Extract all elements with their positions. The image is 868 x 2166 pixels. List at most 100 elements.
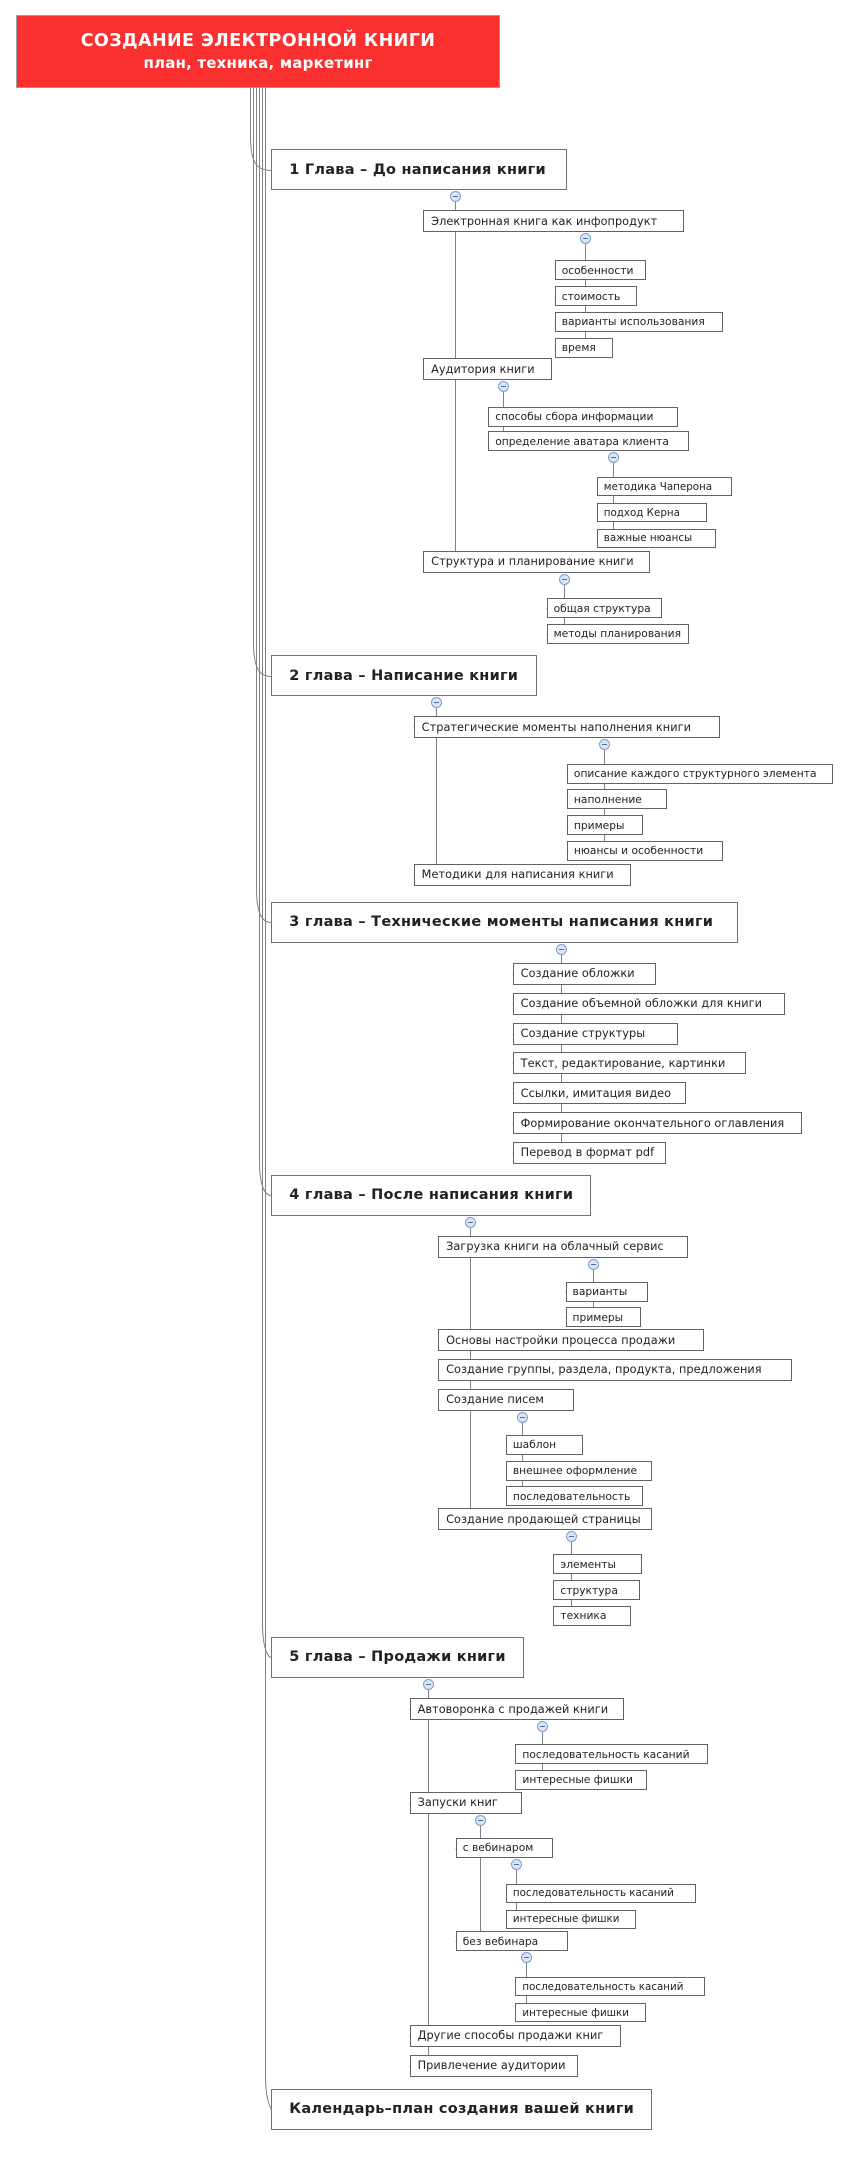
node-label: внешнее оформление (512, 1464, 638, 1478)
topic-node[interactable]: методы планирования (546, 623, 689, 644)
topic-node[interactable]: с вебинаром (455, 1837, 554, 1858)
topic-node[interactable]: Создание обложки (512, 962, 657, 985)
collapse-toggle-icon[interactable] (516, 1411, 528, 1423)
topic-node[interactable]: описание каждого структурного элемента (566, 763, 833, 784)
root-title-line2: план, техника, маркетинг (143, 54, 373, 73)
topic-node[interactable]: интересные фишки (515, 1769, 647, 1790)
node-label: Создание структуры (520, 1027, 646, 1041)
node-label: техника (560, 1609, 607, 1623)
topic-node[interactable]: шаблон (505, 1434, 584, 1455)
topic-node[interactable]: Структура и планирование книги (423, 550, 650, 573)
topic-node[interactable]: Текст, редактирование, картинки (512, 1052, 746, 1075)
node-label: наполнение (573, 792, 642, 806)
node-label: Загрузка книги на облачный сервис (446, 1240, 664, 1254)
topic-node[interactable]: подход Керна (596, 503, 707, 523)
collapse-toggle-icon[interactable] (474, 1814, 486, 1826)
collapse-toggle-icon[interactable] (579, 233, 591, 245)
chapter-node[interactable]: 5 глава – Продажи книги (271, 1636, 524, 1678)
topic-node[interactable]: последовательность касаний (515, 1977, 706, 1997)
chapter-node[interactable]: 1 Глава – До написания книги (271, 149, 567, 191)
node-label: Стратегические моменты наполнения книги (421, 720, 692, 734)
topic-node[interactable]: Основы настройки процесса продажи (438, 1329, 704, 1352)
topic-node[interactable]: Ссылки, имитация видео (512, 1082, 687, 1105)
collapse-toggle-icon[interactable] (536, 1721, 548, 1733)
node-label: общая структура (553, 601, 651, 615)
topic-node[interactable]: Методики для написания книги (413, 863, 631, 886)
chapter-node[interactable]: 4 глава – После написания книги (271, 1174, 592, 1216)
topic-node[interactable]: наполнение (566, 789, 668, 810)
topic-node[interactable]: Создание группы, раздела, продукта, пред… (438, 1358, 793, 1381)
topic-node[interactable]: последовательность касаний (515, 1744, 708, 1765)
topic-node[interactable]: общая структура (546, 598, 662, 619)
collapse-toggle-icon[interactable] (520, 1952, 532, 1964)
root-title-node[interactable]: СОЗДАНИЕ ЭЛЕКТРОННОЙ КНИГИ план, техника… (16, 15, 500, 88)
topic-node[interactable]: нюансы и особенности (566, 840, 723, 861)
topic-node[interactable]: варианты использования (554, 311, 723, 332)
collapse-toggle-icon[interactable] (430, 697, 442, 709)
node-label: структура (560, 1583, 618, 1597)
topic-node[interactable]: определение аватара клиента (488, 431, 689, 452)
node-label: Формирование окончательного оглавления (520, 1116, 785, 1130)
collapse-toggle-icon[interactable] (587, 1258, 599, 1270)
chapter-node[interactable]: 3 глава – Технические моменты написания … (271, 901, 738, 943)
topic-node[interactable]: стоимость (554, 286, 638, 307)
node-label: Аудитория книги (431, 362, 535, 376)
topic-node[interactable]: интересные фишки (515, 2003, 646, 2023)
topic-node[interactable]: Аудитория книги (423, 358, 552, 381)
node-label: Запуски книг (417, 1796, 498, 1810)
root-title-line1: СОЗДАНИЕ ЭЛЕКТРОННОЙ КНИГИ (80, 30, 436, 51)
topic-node[interactable]: Привлечение аудитории (409, 2054, 578, 2077)
topic-node[interactable]: Перевод в формат pdf (512, 1141, 666, 1164)
collapse-toggle-icon[interactable] (565, 1531, 577, 1543)
node-label: последовательность касаний (512, 1887, 674, 1900)
collapse-toggle-icon[interactable] (449, 191, 461, 203)
node-label: интересные фишки (522, 2006, 629, 2019)
collapse-toggle-icon[interactable] (555, 943, 567, 955)
topic-node[interactable]: внешнее оформление (505, 1460, 653, 1481)
node-label: Календарь–план создания вашей книги (289, 2101, 635, 2118)
topic-node[interactable]: Автоворонка с продажей книги (409, 1698, 624, 1721)
topic-node[interactable]: способы сбора информации (488, 406, 679, 427)
topic-node[interactable]: Формирование окончательного оглавления (512, 1112, 802, 1135)
topic-node[interactable]: последовательность (505, 1486, 643, 1507)
topic-node[interactable]: Другие способы продажи книг (409, 2024, 622, 2047)
collapse-toggle-icon[interactable] (510, 1858, 522, 1870)
topic-node[interactable]: интересные фишки (505, 1909, 637, 1929)
chapter-node[interactable]: 2 глава – Написание книги (271, 655, 538, 697)
topic-node[interactable]: важные нюансы (596, 528, 717, 548)
node-label: примеры (573, 818, 625, 832)
chapter-node[interactable]: Календарь–план создания вашей книги (271, 2088, 653, 2130)
topic-node[interactable]: Загрузка книги на облачный сервис (438, 1235, 688, 1258)
topic-node[interactable]: Создание продающей страницы (438, 1508, 653, 1531)
topic-node[interactable]: элементы (553, 1554, 642, 1575)
topic-node[interactable]: примеры (566, 815, 643, 836)
node-label: Перевод в формат pdf (520, 1146, 655, 1160)
topic-node[interactable]: техника (553, 1605, 631, 1626)
topic-node[interactable]: структура (553, 1580, 641, 1601)
topic-node[interactable]: методика Чаперона (596, 477, 733, 497)
collapse-toggle-icon[interactable] (598, 739, 610, 751)
topic-node[interactable]: Электронная книга как инфопродукт (423, 210, 684, 233)
topic-node[interactable]: последовательность касаний (505, 1883, 696, 1903)
collapse-toggle-icon[interactable] (497, 381, 509, 393)
node-label: варианты (572, 1285, 628, 1299)
topic-node[interactable]: Создание объемной обложки для книги (512, 992, 786, 1015)
topic-node[interactable]: примеры (565, 1307, 642, 1328)
topic-node[interactable]: особенности (554, 260, 646, 281)
topic-node[interactable]: Запуски книг (409, 1791, 523, 1814)
topic-node[interactable]: Стратегические моменты наполнения книги (413, 716, 721, 739)
collapse-toggle-icon[interactable] (607, 452, 619, 464)
node-label: определение аватара клиента (495, 434, 669, 448)
collapse-toggle-icon[interactable] (558, 573, 570, 585)
node-label: Основы настройки процесса продажи (446, 1333, 676, 1347)
node-label: Создание писем (446, 1393, 544, 1407)
topic-node[interactable]: Создание структуры (512, 1022, 679, 1045)
collapse-toggle-icon[interactable] (464, 1216, 476, 1228)
topic-node[interactable]: без вебинара (455, 1931, 569, 1952)
topic-node[interactable]: время (554, 337, 614, 358)
topic-node[interactable]: варианты (565, 1281, 649, 1302)
topic-node[interactable]: Создание писем (438, 1388, 574, 1411)
collapse-toggle-icon[interactable] (422, 1678, 434, 1690)
node-label: 2 глава – Написание книги (289, 667, 519, 684)
node-label: 5 глава – Продажи книги (289, 1649, 506, 1666)
